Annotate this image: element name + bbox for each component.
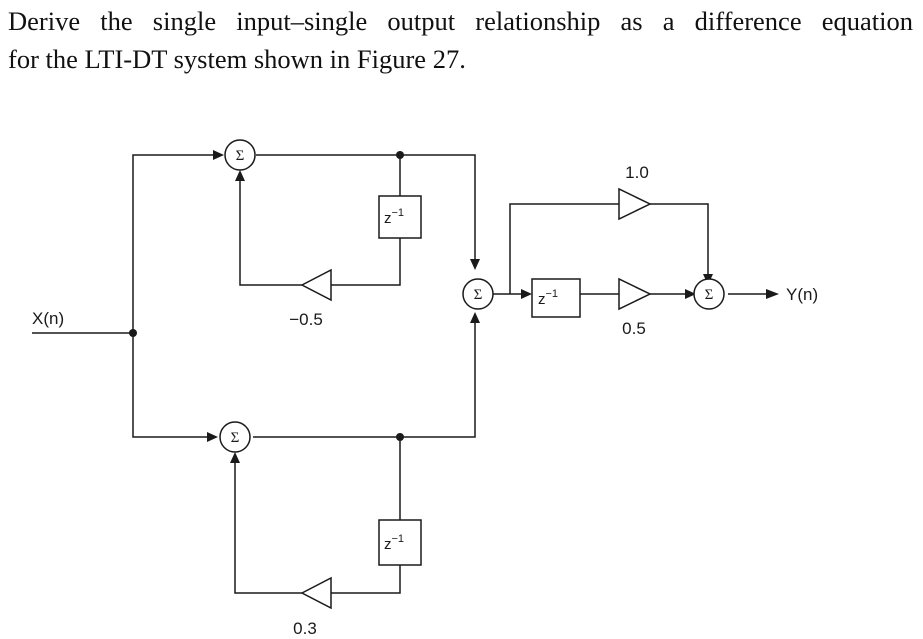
svg-text:Σ: Σ <box>474 287 483 303</box>
svg-text:Σ: Σ <box>236 148 245 164</box>
arrowhead <box>213 150 224 160</box>
gain-triangle-upper-feedback <box>300 268 332 302</box>
split-wire <box>132 154 214 438</box>
gain-label-upper-feedback: −0.5 <box>289 310 323 329</box>
delay-block-right: z−1 <box>531 278 581 318</box>
junction-dot <box>396 433 404 441</box>
arrowhead <box>230 452 240 463</box>
delay-block-lower: z−1 <box>378 519 422 566</box>
gain-label-feedforward-delayed: 0.5 <box>622 319 646 338</box>
output-label: Y(n) <box>786 285 818 304</box>
svg-text:Σ: Σ <box>231 430 240 446</box>
arrowhead <box>470 312 480 323</box>
summer-output: Σ <box>693 278 725 310</box>
upper-feedback-wire <box>239 155 401 286</box>
gain-triangle-lower-feedback <box>300 576 332 610</box>
svg-text:Σ: Σ <box>705 287 714 303</box>
arrowhead <box>685 289 696 299</box>
junction-dot <box>396 151 404 159</box>
input-label: X(n) <box>32 309 64 328</box>
arrowhead <box>470 259 480 270</box>
summer-lower: Σ <box>219 421 251 453</box>
lower-feedback-wire <box>234 437 401 594</box>
arrowhead <box>207 432 218 442</box>
arrowhead <box>235 170 245 181</box>
arrowhead <box>766 289 779 299</box>
gain-label-feedforward-direct: 1.0 <box>625 163 649 182</box>
problem-statement: Derive the single input–single output re… <box>8 2 913 78</box>
delay-block-upper: z−1 <box>378 195 422 239</box>
problem-line-2: for the LTI-DT system shown in Figure 27… <box>8 44 466 74</box>
summer-upper: Σ <box>224 139 256 171</box>
problem-line-1: Derive the single input–single output re… <box>8 6 913 36</box>
summer-middle: Σ <box>462 278 494 310</box>
junction-dot <box>129 329 137 337</box>
feedforward-direct-wire <box>509 203 709 294</box>
svg-text:z−1: z−1 <box>384 533 404 553</box>
gain-triangle-feedforward-delayed <box>618 277 652 311</box>
lower-output-wire <box>253 320 476 438</box>
gain-label-lower-feedback: 0.3 <box>293 619 317 638</box>
upper-output-wire <box>256 154 476 259</box>
gain-triangle-feedforward-direct <box>618 187 652 221</box>
svg-text:z−1: z−1 <box>384 207 404 227</box>
svg-text:z−1: z−1 <box>538 288 558 308</box>
arrowhead <box>521 289 532 299</box>
